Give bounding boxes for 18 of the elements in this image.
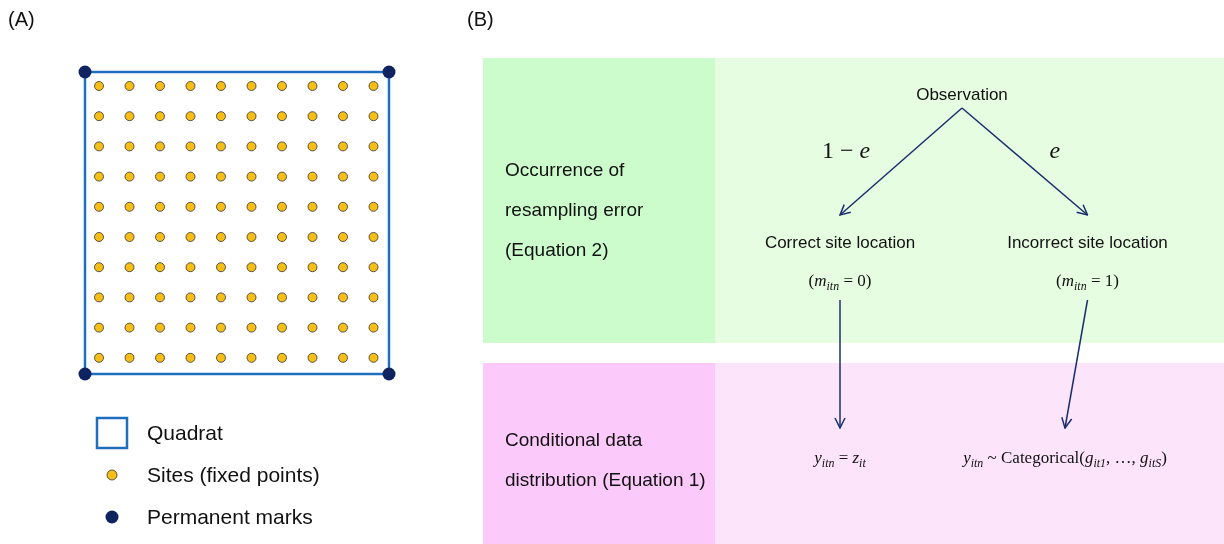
legend-label: Quadrat bbox=[147, 421, 223, 445]
outcome-label: Incorrect site location bbox=[1007, 233, 1168, 253]
arrow bbox=[839, 107, 963, 216]
outcome-label: Correct site location bbox=[764, 233, 916, 253]
panel-label: (A) bbox=[8, 8, 35, 31]
arrow bbox=[834, 299, 846, 429]
arrow bbox=[1061, 299, 1089, 429]
formula: (m$_{itn}$ = 1) bbox=[1056, 271, 1119, 295]
root-label: Observation bbox=[916, 85, 1008, 105]
formula: y$_{itn}$ = z$_{it}$ bbox=[814, 448, 866, 472]
formula: y$_{itn}$ ~ Categorical(g$_{it1}$, …, g$_{itS}$) bbox=[963, 448, 1167, 472]
legend-label: Permanent marks bbox=[147, 505, 313, 529]
row-heading: Conditional data distribution (Equation 1) bbox=[505, 428, 707, 492]
legend-label: Sites (fixed points) bbox=[147, 463, 320, 487]
panel-label: (B) bbox=[467, 8, 494, 31]
arrow bbox=[961, 107, 1089, 216]
formula: (m$_{itn}$ = 0) bbox=[808, 271, 872, 295]
row-heading: Occurrence of resampling error (Equation 2) bbox=[505, 158, 645, 262]
